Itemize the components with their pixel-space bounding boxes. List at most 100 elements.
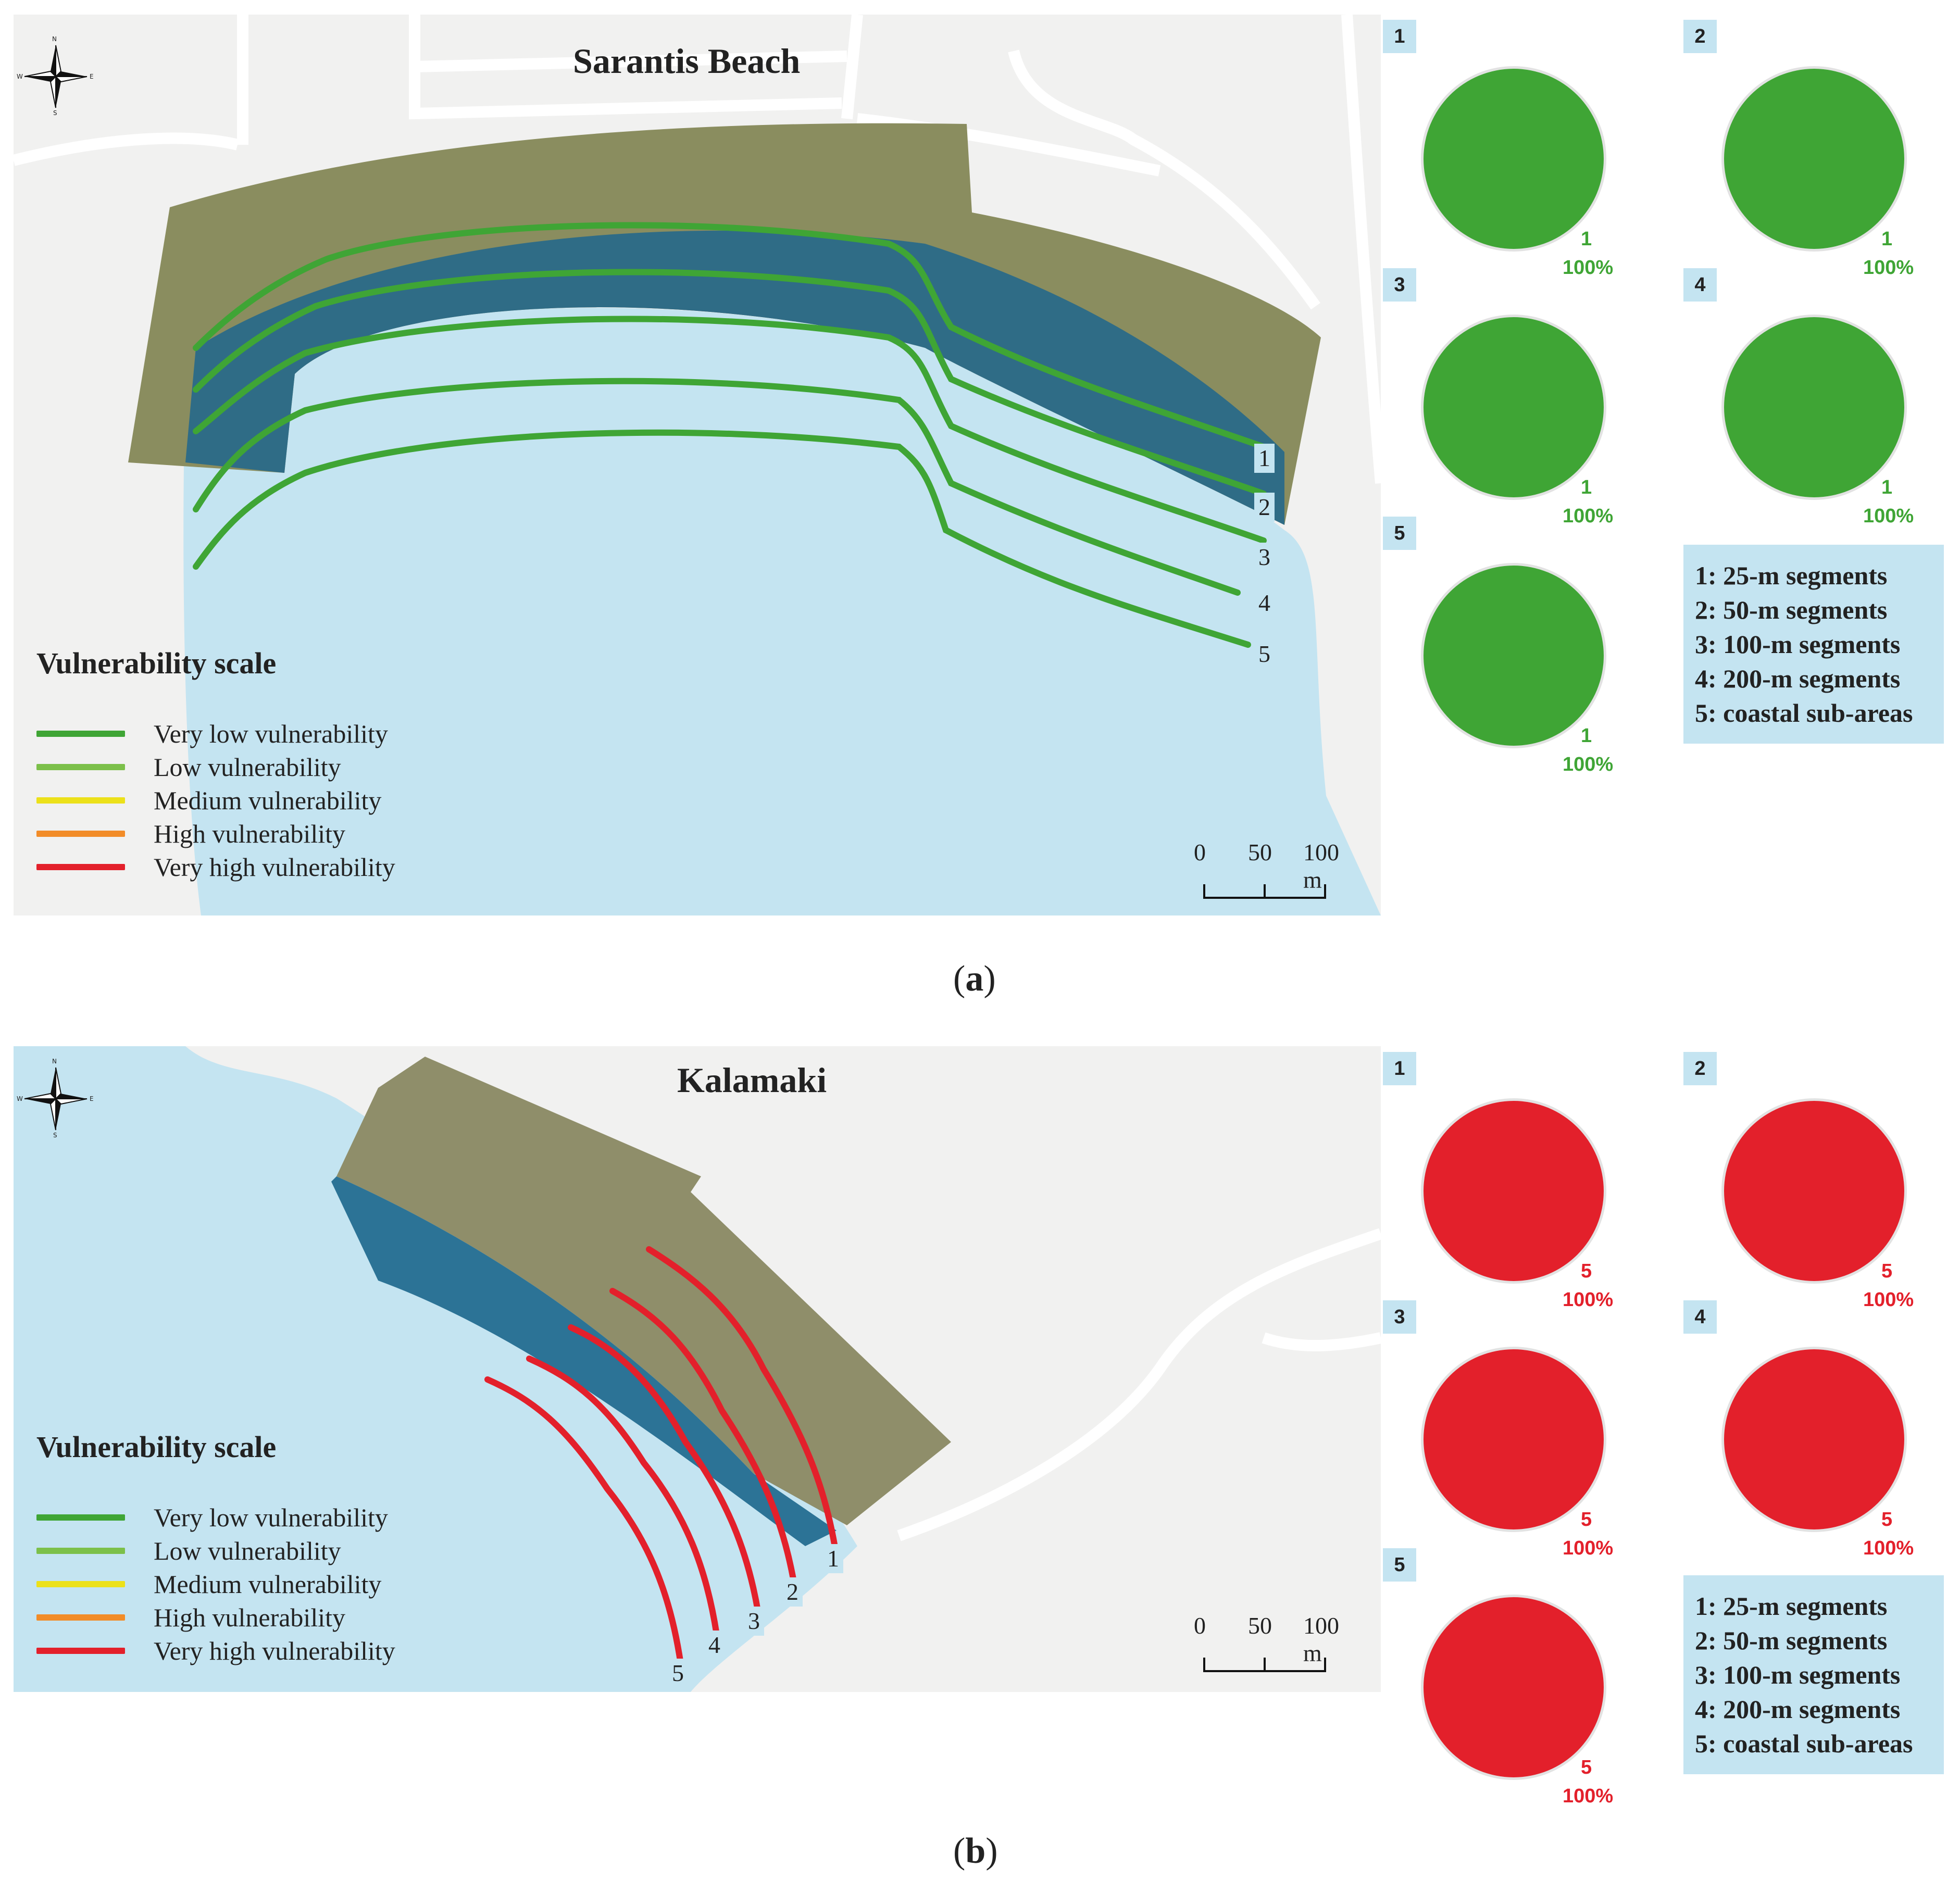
legend-label: Very low vulnerability: [154, 719, 388, 748]
pie-number: 5: [1383, 517, 1416, 550]
legend-label: Very high vulnerability: [154, 852, 395, 882]
key-row: 1: 25-m segments: [1695, 561, 1888, 590]
legend-label: Low vulnerability: [154, 1536, 341, 1565]
pie-percent: 100%: [1563, 505, 1614, 527]
legend: Vulnerability scale Very low vulnerabili…: [36, 646, 395, 884]
pie-class: 5: [1581, 1757, 1592, 1778]
panel-label-b: (b): [953, 1831, 998, 1871]
scale-tick: 50: [1248, 1612, 1272, 1639]
legend-swatch: [36, 1648, 125, 1654]
pie-class: 5: [1581, 1509, 1592, 1531]
coastal-lines-b: [484, 1246, 840, 1664]
line-label-3: 3: [1254, 543, 1275, 572]
pie-number: 4: [1683, 268, 1717, 302]
key-row: 4: 200-m segments: [1695, 1695, 1901, 1724]
pie-slice: [1424, 1597, 1604, 1777]
pie-class: 5: [1881, 1260, 1893, 1282]
line-label-5: 5: [1254, 639, 1275, 669]
legend-item: Very low vulnerability: [36, 717, 395, 750]
scale-bar: 0 50 100 m: [1188, 1612, 1354, 1674]
coastal-line-5: [193, 429, 1251, 648]
map-sarantis[interactable]: [14, 15, 1381, 931]
coastal-line-3: [193, 316, 1267, 544]
map-sarantis-svg: [14, 15, 1381, 915]
legend-swatch: [36, 731, 125, 737]
legend-swatch: [36, 764, 125, 770]
coastal-line-3: [568, 1324, 761, 1617]
line-label-5: 5: [668, 1659, 688, 1688]
compass-icon: N S E W: [17, 35, 95, 117]
scale-tick: 100 m: [1303, 1612, 1339, 1666]
legend-label: Medium vulnerability: [154, 786, 382, 815]
pie-chart-1: 1 5 100%: [1383, 1052, 1613, 1311]
legend-item: Very high vulnerability: [36, 1634, 395, 1667]
legend: Vulnerability scale Very low vulnerabili…: [36, 1429, 395, 1667]
key-row: 3: 100-m segments: [1695, 1660, 1901, 1689]
orthophoto-land: [128, 123, 1321, 525]
pie-percent: 100%: [1563, 1289, 1614, 1311]
legend-swatch: [36, 797, 125, 804]
compass-e: E: [90, 1095, 94, 1102]
segment-key: 1: 25-m segments 2: 50-m segments 3: 100…: [1683, 1575, 1944, 1774]
legend-label: Low vulnerability: [154, 752, 341, 782]
legend-label: Very low vulnerability: [154, 1503, 388, 1532]
legend-swatch: [36, 1548, 125, 1554]
coastal-line-1: [646, 1246, 840, 1560]
pie-percent: 100%: [1863, 505, 1914, 527]
line-label-1: 1: [823, 1544, 843, 1573]
line-label-4: 4: [704, 1630, 725, 1660]
pie-number: 5: [1383, 1548, 1416, 1582]
pie-slice: [1424, 69, 1604, 249]
key-row: 2: 50-m segments: [1695, 595, 1888, 624]
pie-chart-3: 3 5 100%: [1383, 1300, 1613, 1559]
pie-number: 3: [1383, 1300, 1416, 1334]
orthophoto-water: [331, 1176, 837, 1546]
map-kalamaki-svg: [14, 1046, 1381, 1692]
orthophoto-land: [336, 1057, 951, 1525]
sea-area: [14, 1046, 857, 1692]
legend-item: High vulnerability: [36, 817, 395, 850]
key-row: 5: coastal sub-areas: [1695, 698, 1913, 728]
legend-swatch: [36, 864, 125, 870]
map-kalamaki[interactable]: [14, 1046, 1381, 1692]
pie-number: 3: [1383, 268, 1416, 302]
legend-swatch: [36, 831, 125, 837]
pie-number: 1: [1383, 1052, 1416, 1085]
legend-label: Medium vulnerability: [154, 1570, 382, 1599]
key-row: 5: coastal sub-areas: [1695, 1729, 1913, 1758]
scale-tick: 0: [1194, 1612, 1206, 1639]
legend-item: Medium vulnerability: [36, 1567, 395, 1601]
pie-class: 1: [1881, 228, 1893, 250]
coastal-line-4: [526, 1356, 720, 1638]
pie-number: 4: [1683, 1300, 1717, 1334]
scale-bar-mid: [1264, 884, 1266, 899]
legend-item: High vulnerability: [36, 1601, 395, 1634]
scale-bar: 0 50 100 m: [1188, 838, 1354, 901]
pie-slice: [1424, 317, 1604, 497]
pie-percent: 100%: [1563, 754, 1614, 775]
legend-item: Very low vulnerability: [36, 1501, 395, 1534]
pie-chart-5: 5 5 100%: [1383, 1548, 1613, 1807]
pie-slice: [1724, 69, 1904, 249]
compass-w: W: [17, 1095, 23, 1102]
pie-percent: 100%: [1563, 257, 1614, 279]
pie-slice: [1724, 1101, 1904, 1281]
legend-title: Vulnerability scale: [36, 646, 277, 680]
key-row: 1: 25-m segments: [1695, 1591, 1888, 1621]
sea-area: [183, 307, 1381, 915]
pie-class: 5: [1881, 1509, 1893, 1531]
legend-item: Medium vulnerability: [36, 784, 395, 817]
legend-item: Low vulnerability: [36, 1534, 395, 1567]
pie-chart-4: 4 5 100%: [1683, 1300, 1914, 1559]
pie-chart-5: 5 1 100%: [1383, 517, 1613, 775]
pie-number: 2: [1683, 20, 1717, 53]
coastal-line-2: [193, 269, 1267, 497]
pie-slice: [1424, 1101, 1604, 1281]
pie-class: 1: [1581, 476, 1592, 498]
compass-n: N: [52, 1058, 57, 1065]
pie-slice: [1724, 317, 1904, 497]
legend-swatch: [36, 1514, 125, 1521]
legend-label: High vulnerability: [154, 819, 345, 848]
scale-tick: 50: [1248, 839, 1272, 866]
map-title: Sarantis Beach: [573, 41, 801, 81]
